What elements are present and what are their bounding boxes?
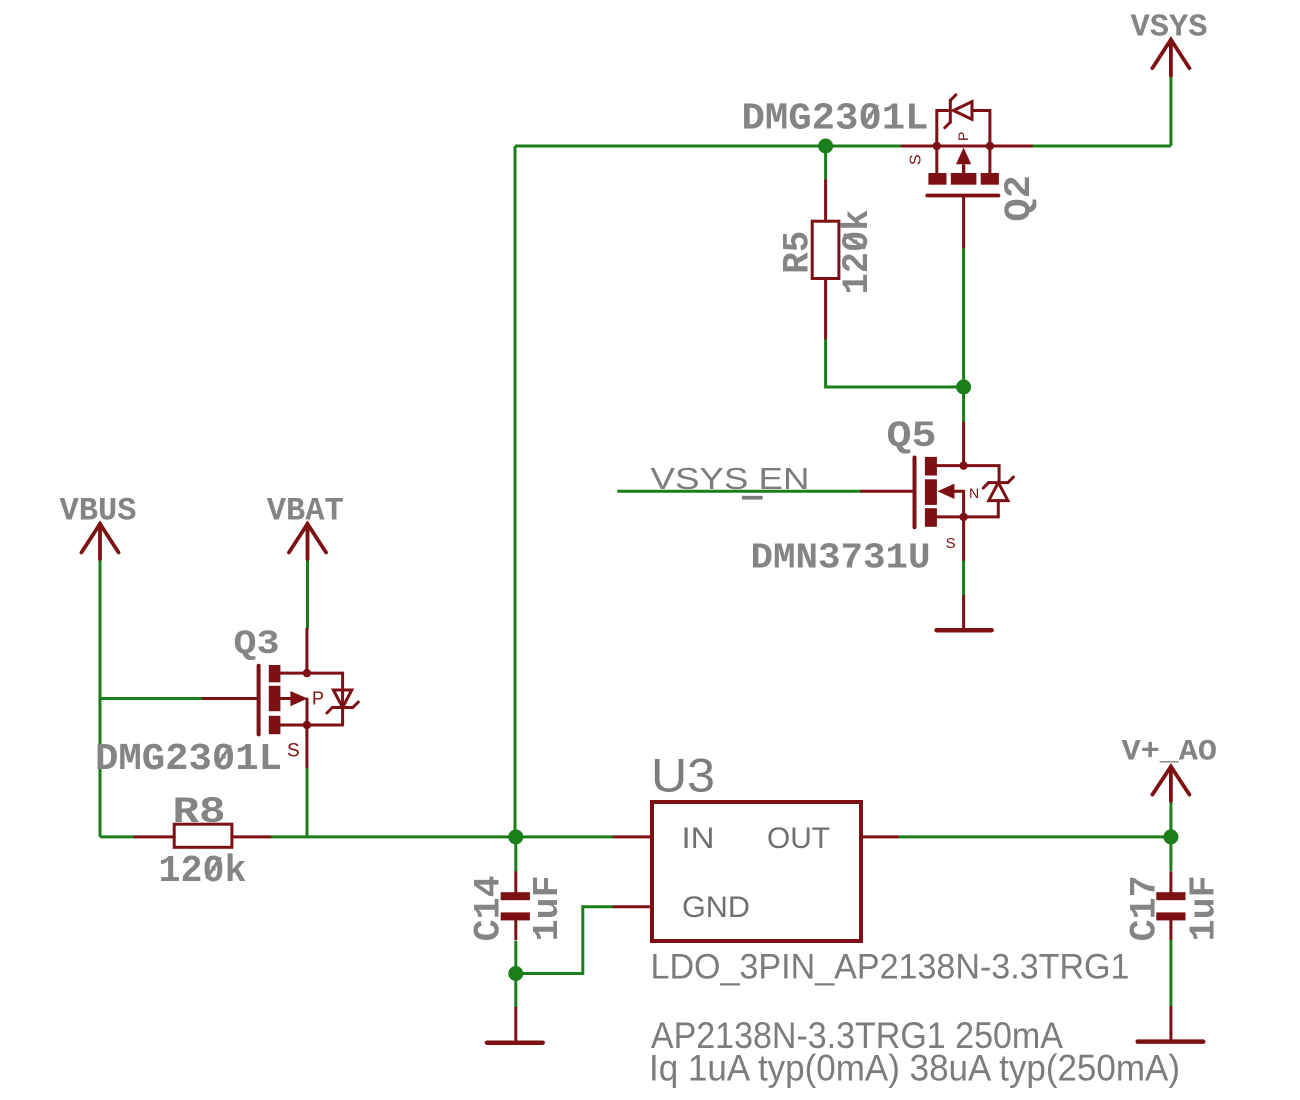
- svg-text:OUT: OUT: [767, 822, 830, 855]
- svg-text:P: P: [312, 689, 324, 709]
- svg-text:VSYS EN: VSYS EN: [651, 462, 810, 496]
- svg-text:IN: IN: [682, 822, 715, 855]
- svg-text:C14: C14: [468, 875, 510, 941]
- svg-text:1uF: 1uF: [527, 875, 568, 941]
- svg-text:P: P: [955, 132, 971, 141]
- svg-text:VSYS: VSYS: [1131, 11, 1208, 46]
- svg-text:S: S: [287, 740, 300, 761]
- svg-text:1uF: 1uF: [1184, 875, 1225, 941]
- svg-text:R5: R5: [778, 231, 820, 274]
- svg-text:V+_AO: V+_AO: [1122, 735, 1218, 769]
- svg-text:Q3: Q3: [234, 626, 280, 664]
- svg-text:DMN3731U: DMN3731U: [751, 538, 931, 579]
- svg-text:U3: U3: [651, 749, 715, 802]
- svg-text:LDO_3PIN_AP2138N-3.3TRG1: LDO_3PIN_AP2138N-3.3TRG1: [651, 948, 1130, 987]
- svg-text:120k: 120k: [159, 850, 247, 893]
- svg-text:Q2: Q2: [999, 175, 1041, 222]
- svg-text:GND: GND: [682, 891, 750, 924]
- svg-text:120k: 120k: [837, 210, 879, 295]
- svg-text:N: N: [969, 485, 979, 501]
- svg-text:C17: C17: [1124, 875, 1166, 941]
- svg-text:AP2138N-3.3TRG1 250mA: AP2138N-3.3TRG1 250mA: [651, 1015, 1063, 1056]
- svg-text:DMG2301L: DMG2301L: [742, 98, 929, 141]
- svg-text:Iq 1uA typ(0mA) 38uA typ(250mA: Iq 1uA typ(0mA) 38uA typ(250mA): [649, 1048, 1180, 1089]
- svg-text:Q5: Q5: [887, 416, 937, 458]
- svg-text:VBAT: VBAT: [267, 493, 344, 530]
- svg-text:S: S: [946, 535, 956, 552]
- svg-text:R8: R8: [173, 792, 226, 834]
- svg-text:S: S: [908, 154, 925, 165]
- svg-text:DMG2301L: DMG2301L: [95, 738, 282, 781]
- svg-text:VBUS: VBUS: [60, 493, 137, 530]
